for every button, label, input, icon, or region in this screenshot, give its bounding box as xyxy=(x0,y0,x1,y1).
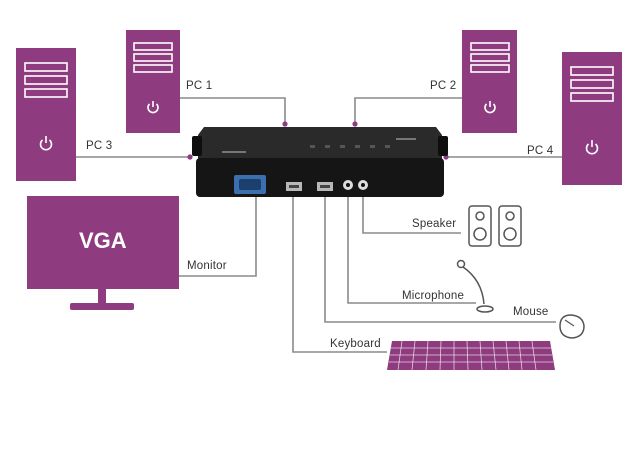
pc3-tower-icon xyxy=(16,48,76,181)
connection-dots xyxy=(187,121,449,160)
connection-lines xyxy=(76,97,562,353)
power-icon xyxy=(147,101,159,114)
kvm-switch-icon xyxy=(192,127,448,197)
label-microphone: Microphone xyxy=(402,290,465,302)
mouse-icon xyxy=(559,314,585,339)
label-mouse: Mouse xyxy=(513,306,549,318)
speaker-line xyxy=(362,196,461,234)
label-speaker: Speaker xyxy=(412,218,457,230)
monitor-line xyxy=(179,196,257,277)
pc2-line xyxy=(354,97,462,124)
microphone-icon xyxy=(456,259,494,313)
pc1-tower-icon xyxy=(126,30,180,133)
keyboard-line xyxy=(292,196,387,353)
pc2-tower-icon xyxy=(462,30,517,133)
keyboard-icon xyxy=(387,340,555,371)
mouse-line xyxy=(324,196,556,323)
monitor-screen-text: VGA xyxy=(79,228,127,253)
label-monitor: Monitor xyxy=(187,260,227,272)
power-icon xyxy=(484,101,496,114)
label-pc3: PC 3 xyxy=(86,140,113,152)
label-keyboard: Keyboard xyxy=(330,338,381,350)
pc1-line xyxy=(180,97,286,124)
power-icon xyxy=(585,140,599,155)
power-icon xyxy=(39,136,53,151)
speaker-icon xyxy=(468,205,522,247)
label-pc2: PC 2 xyxy=(430,80,457,92)
monitor-icon xyxy=(27,196,179,310)
pc4-tower-icon xyxy=(562,52,622,185)
label-pc1: PC 1 xyxy=(186,80,213,92)
label-pc4: PC 4 xyxy=(527,145,554,157)
microphone-line xyxy=(347,196,476,304)
